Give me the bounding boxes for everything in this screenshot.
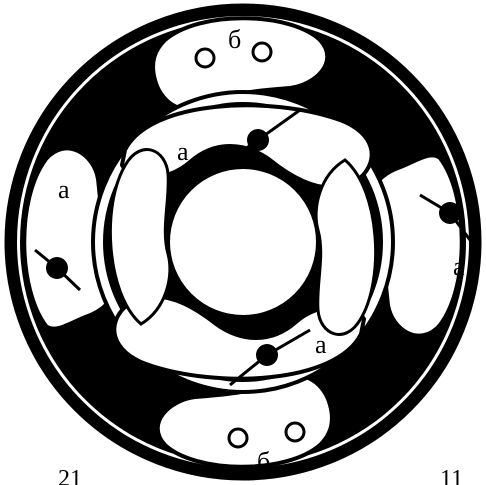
small-circle-bottom-2: [286, 423, 304, 441]
small-circle-top-1: [196, 49, 214, 67]
label-a-top: а: [177, 137, 189, 166]
label-a-left: а: [58, 175, 70, 204]
label-b-bottom: б: [257, 447, 270, 476]
small-circle-top-2: [253, 43, 271, 61]
small-circle-bottom-1: [229, 429, 247, 447]
central-circle: [168, 167, 318, 317]
label-a-bottom: а: [315, 330, 327, 359]
number-left: 21: [58, 466, 82, 485]
label-a-right: а: [453, 252, 465, 281]
label-b-top: б: [228, 25, 241, 54]
number-right: 11: [440, 466, 463, 485]
